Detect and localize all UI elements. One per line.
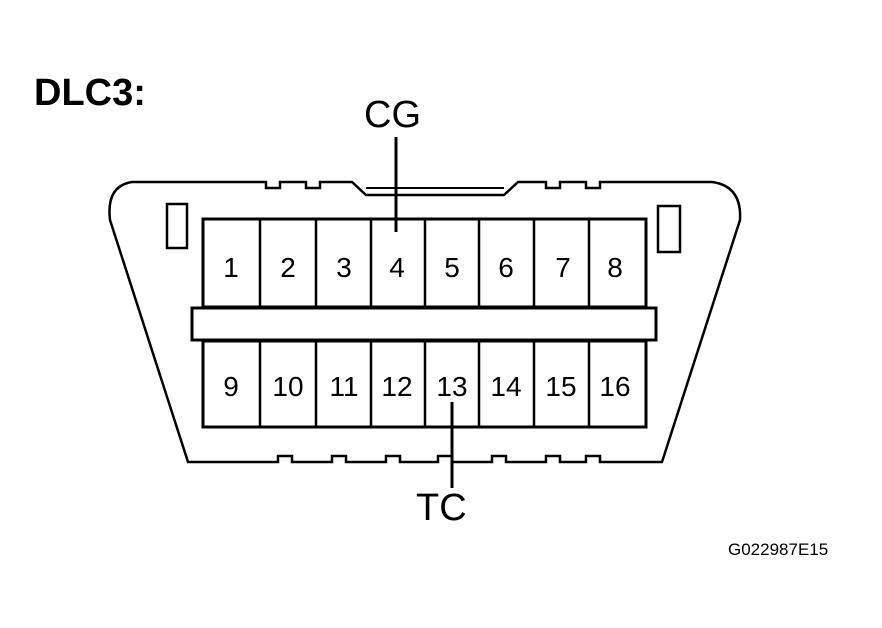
pin-3-label: 3 (336, 252, 352, 283)
right-latch-slot (656, 204, 682, 254)
pin-9-label: 9 (223, 371, 239, 402)
callout-cg-label: CG (364, 94, 421, 136)
pin-14-label: 14 (490, 371, 521, 402)
pin-dividers (258, 219, 591, 427)
connector-housing (108, 180, 742, 464)
pin-13-label: 13 (436, 371, 467, 402)
callout-tc-label: TC (416, 487, 467, 529)
pin-15-label: 15 (545, 371, 576, 402)
pin-5-label: 5 (444, 252, 460, 283)
pin-6-label: 6 (498, 252, 514, 283)
figure-id: G022987E15 (728, 540, 828, 559)
pin-4-label: 4 (389, 252, 405, 283)
pin-2-label: 2 (280, 252, 296, 283)
left-latch-slot (165, 202, 189, 250)
pin-11-label: 11 (329, 371, 358, 402)
pin-7-label: 7 (555, 252, 571, 283)
pin-8-label: 8 (607, 252, 623, 283)
pin-16-label: 16 (599, 371, 630, 402)
pin-10-label: 10 (272, 371, 303, 402)
center-divider-bar (190, 306, 658, 342)
pin-1-label: 1 (223, 252, 239, 283)
diagram-title: DLC3: (34, 72, 146, 114)
pin-12-label: 12 (381, 371, 412, 402)
